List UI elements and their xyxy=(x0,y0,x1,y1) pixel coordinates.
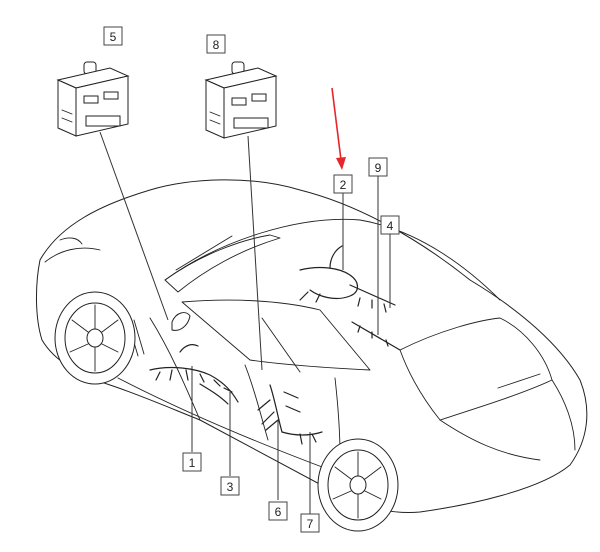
callout-box-7 xyxy=(300,513,320,533)
callout-label-6: 6 xyxy=(275,505,282,519)
callout-box-9 xyxy=(368,157,388,177)
leader-5 xyxy=(99,131,169,321)
callout-label-2: 2 xyxy=(340,178,347,192)
callout-label-3: 3 xyxy=(227,480,234,494)
callout-8: 8 xyxy=(206,34,226,54)
callout-box-3 xyxy=(220,476,240,496)
callout-7: 7 xyxy=(300,513,320,533)
callout-5: 5 xyxy=(103,26,123,46)
leader-lines xyxy=(99,131,391,514)
callout-2: 2 xyxy=(333,174,353,194)
rear-wheel xyxy=(317,438,399,532)
callout-group: 1 2 3 4 5 6 7 8 9 xyxy=(103,26,400,533)
roof-harness xyxy=(299,245,401,351)
highlight-arrow xyxy=(331,87,346,170)
callout-label-7: 7 xyxy=(307,517,314,531)
callout-box-4 xyxy=(380,215,400,235)
callout-4: 4 xyxy=(380,215,400,235)
callout-label-1: 1 xyxy=(189,456,196,470)
front-wheel xyxy=(54,291,136,385)
leader-8 xyxy=(247,135,263,371)
callout-label-9: 9 xyxy=(375,161,382,175)
callout-box-6 xyxy=(268,501,288,521)
callout-box-8 xyxy=(206,34,226,54)
callout-9: 9 xyxy=(368,157,388,177)
callout-box-2 xyxy=(333,174,353,194)
callout-label-4: 4 xyxy=(387,219,394,233)
rear-door-harness xyxy=(257,384,323,445)
callout-box-5 xyxy=(103,26,123,46)
callout-1: 1 xyxy=(182,452,202,472)
callout-3: 3 xyxy=(220,476,240,496)
control-module-8 xyxy=(204,61,278,139)
callout-6: 6 xyxy=(268,501,288,521)
callout-box-1 xyxy=(182,452,202,472)
control-module-5 xyxy=(56,61,130,137)
front-door-harness xyxy=(149,344,239,405)
callout-label-5: 5 xyxy=(110,30,117,44)
callout-label-8: 8 xyxy=(213,38,220,52)
